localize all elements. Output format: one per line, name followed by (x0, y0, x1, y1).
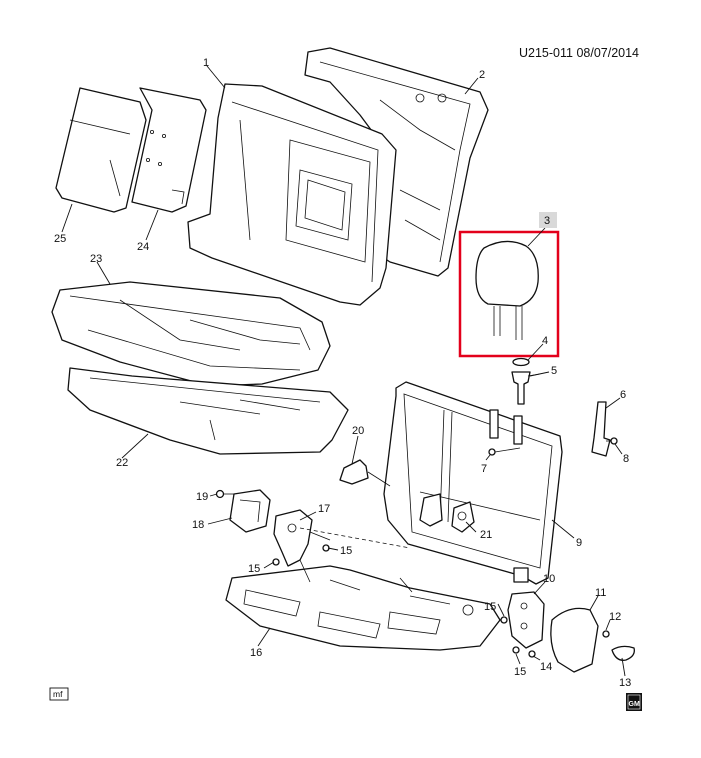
part-24-pad-plate (131, 87, 207, 213)
callout-15d: 15 (514, 666, 526, 678)
callout-3-shade (539, 212, 557, 228)
part-16-seat-frame (225, 559, 501, 651)
callout-2: 2 (479, 69, 485, 81)
callout-24: 24 (137, 241, 149, 253)
part-11-latch-cover (550, 607, 599, 673)
leader-lines (61, 65, 626, 677)
callout-4: 4 (542, 335, 548, 347)
callout-13: 13 (619, 677, 631, 689)
part-6-bracket (591, 401, 611, 457)
part-21-hinge (419, 493, 475, 533)
part-20-bracket (339, 459, 391, 487)
part-15-fasteners (272, 544, 520, 654)
gm-logo: GM (626, 693, 642, 711)
mf-badge-text: mf (53, 689, 63, 699)
callout-14: 14 (540, 661, 552, 673)
callout-23: 23 (90, 253, 102, 265)
part-14-fastener (528, 650, 536, 658)
callout-17: 17 (318, 503, 330, 515)
part-9-seat-back-frame (383, 381, 563, 585)
part-13-handle (611, 645, 635, 661)
callout-7: 7 (481, 463, 487, 475)
part-17-hinge (273, 509, 411, 567)
callout-21: 21 (480, 529, 492, 541)
part-23-seat-cushion (51, 281, 331, 387)
part-22-cushion-pad (67, 367, 349, 455)
callout-8: 8 (623, 453, 629, 465)
callout-25: 25 (54, 233, 66, 245)
mf-badge: mf (49, 687, 69, 701)
callout-18: 18 (192, 519, 204, 531)
callout-11: 11 (595, 587, 606, 599)
callout-10: 10 (543, 573, 555, 585)
callout-15b: 15 (248, 563, 260, 575)
part-7-bolt (488, 447, 521, 456)
part-4-washer (512, 357, 530, 367)
gm-logo-text: GM (629, 701, 640, 708)
diagram-code-date: U215-011 08/07/2014 (519, 46, 640, 60)
part-1-seat-back-frame (187, 83, 397, 306)
part-3-headrest (475, 240, 539, 340)
callout-15a: 15 (484, 601, 496, 613)
callout-5: 5 (551, 365, 557, 377)
callout-16: 16 (250, 647, 262, 659)
headrest-highlight-frame (458, 230, 560, 358)
callout-19: 19 (196, 491, 208, 503)
callout-9: 9 (576, 537, 582, 549)
part-19-bolt (215, 489, 234, 499)
part-2-seat-back-panel (304, 47, 489, 277)
callout-15c: 15 (340, 545, 352, 557)
part-25-pad (55, 87, 147, 213)
callout-12: 12 (609, 611, 621, 623)
callout-22: 22 (116, 457, 128, 469)
callout-labels: 1 2 3 4 5 6 7 8 9 10 11 12 13 14 15 15 1… (54, 57, 631, 689)
callout-3: 3 (544, 215, 550, 227)
part-12-clip (602, 630, 610, 638)
part-10-latch (507, 591, 545, 649)
part-5-headrest-guide (511, 371, 541, 405)
part-8-bolt (606, 437, 618, 445)
callout-1: 1 (203, 57, 209, 69)
callout-6: 6 (620, 389, 626, 401)
callout-20: 20 (352, 425, 364, 437)
part-18-cover (229, 489, 271, 533)
